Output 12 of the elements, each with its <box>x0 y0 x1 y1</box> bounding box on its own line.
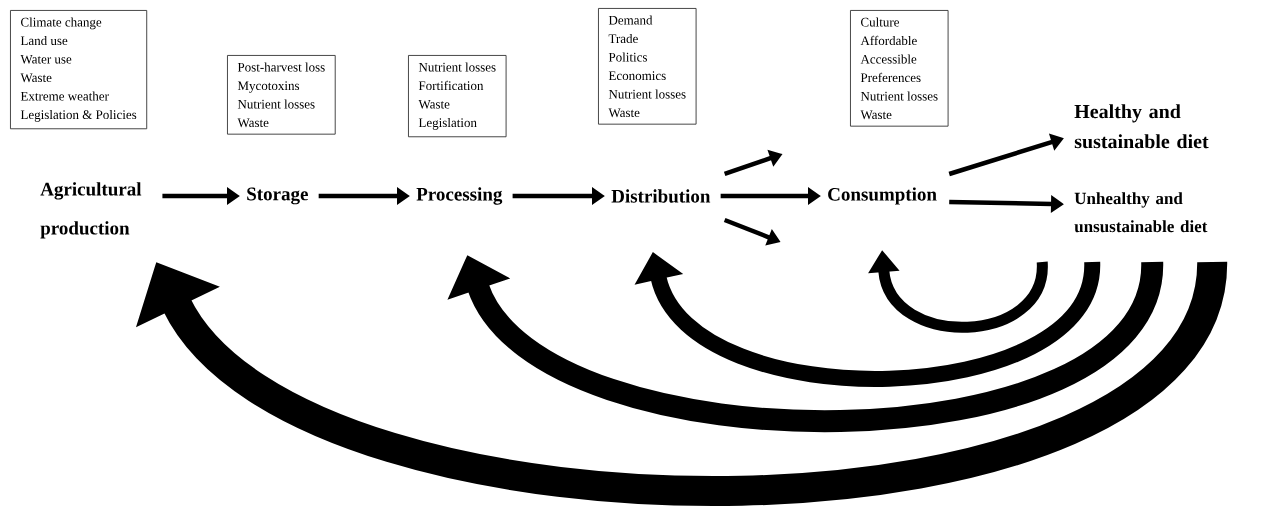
stage-label: Storage <box>247 187 308 205</box>
stage-label: Distribution <box>611 189 711 203</box>
stage-label: Processing <box>416 187 503 205</box>
factor-box: Nutrient losses Fortification Waste Legislation <box>408 55 507 138</box>
factor-box: Climate change Land use Water use Waste Extreme weather Legislation & Policies <box>10 10 148 130</box>
factor-box: Culture Affordable Accessible Preferences Nutrient losses Waste <box>850 10 949 127</box>
stage-label: Consumption <box>828 187 937 205</box>
factor-box: Demand Trade Politics Economics Nutrient losses Waste <box>598 8 697 125</box>
stage-label: Healthy and sustainable diet <box>1074 104 1209 149</box>
stage-label: Agricultural production <box>40 182 142 239</box>
factor-box: Post-harvest loss Mycotoxins Nutrient losses Waste <box>227 55 336 135</box>
stage-label: Unhealthy and unsustainable diet <box>1074 192 1208 233</box>
